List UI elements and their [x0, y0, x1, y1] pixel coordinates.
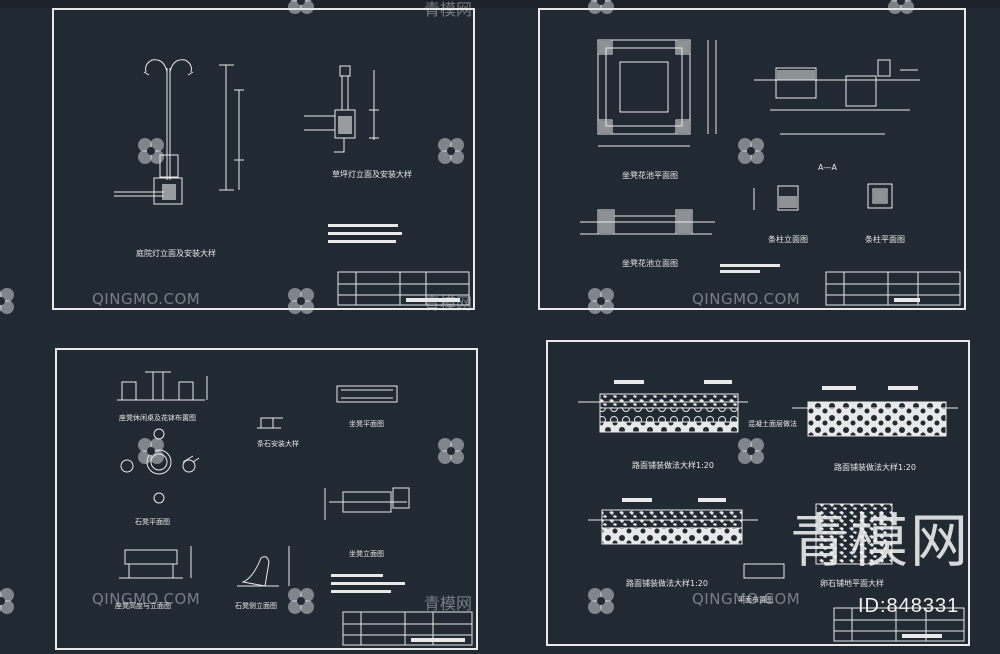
sheet-3-label-1: 石凳平面图	[135, 517, 170, 526]
qingmo-flower-logo-icon	[888, 0, 914, 14]
watermark-text: QINGMO.COM	[692, 590, 801, 608]
watermark-text-cn: 青模网	[424, 0, 473, 19]
qingmo-flower-logo-icon	[0, 288, 14, 314]
qingmo-flower-logo-icon	[588, 588, 614, 614]
sheet-3-label-6: 石凳侧立面图	[235, 601, 277, 610]
qingmo-flower-logo-icon	[288, 288, 314, 314]
sheet-3-label-3: 坐凳平面图	[349, 419, 384, 428]
watermark-text: QINGMO.COM	[692, 290, 801, 308]
sheet-2-label-4: 条柱平面图	[865, 234, 905, 244]
sheet-1-label-1: 草坪灯立面及安装大样	[332, 169, 412, 179]
sheet-4-label-0: 混凝土面层做法	[748, 419, 797, 428]
sheet-2-drawing: 坐凳花池平面图 坐凳花池立面图 A—A 条柱立面图 条柱平面图	[580, 39, 961, 306]
qingmo-flower-logo-icon	[138, 138, 164, 164]
sheet-3-label-2: 条石安装大样	[257, 439, 299, 448]
watermark-text: QINGMO.COM	[92, 290, 201, 308]
qingmo-flower-logo-icon	[588, 288, 614, 314]
drawing-sheet-2: 坐凳花池平面图 坐凳花池立面图 A—A 条柱立面图 条柱平面图	[538, 8, 966, 310]
watermark-text-cn: 青模网	[424, 594, 473, 613]
qingmo-flower-logo-icon	[438, 138, 464, 164]
sheet-1-drawing: 庭院灯立面及安装大样 草坪灯立面及安装大样	[114, 59, 470, 306]
drawing-sheet-3: 座凳休闲桌及花钵布置图 石凳平面图 条石安装大样 坐凳平面图 坐凳立面图 座凳高…	[55, 348, 478, 650]
sheet-3-label-4: 坐凳立面图	[349, 549, 384, 558]
top-strip	[0, 0, 1000, 8]
sheet-2-label-2: A—A	[818, 163, 837, 172]
qingmo-flower-logo-icon	[288, 0, 314, 14]
sheet-4-label-5: 卵石铺地平面大样	[820, 578, 884, 588]
sheet-2-label-3: 条柱立面图	[768, 234, 808, 244]
qingmo-flower-logo-icon	[0, 588, 14, 614]
sheet-4-drawing: 混凝土面层做法 路面铺装做法大样1:20 路面铺装做法大样1:20 路面铺装做法…	[578, 380, 965, 642]
sheet-4-label-4: 平面布置图	[738, 595, 773, 604]
qingmo-flower-logo-icon	[288, 588, 314, 614]
model-id-label: ID:848331	[858, 595, 960, 617]
sheet-1-label-0: 庭院灯立面及安装大样	[136, 248, 216, 258]
qingmo-flower-logo-icon	[138, 438, 164, 464]
sheet-2-label-1: 坐凳花池立面图	[622, 258, 678, 268]
qingmo-flower-logo-icon	[438, 438, 464, 464]
qingmo-flower-logo-icon	[738, 138, 764, 164]
sheet-3-label-0: 座凳休闲桌及花钵布置图	[119, 413, 196, 422]
watermark-text-cn: 青模网	[424, 294, 473, 313]
qingmo-brand-logo: 青模网	[790, 507, 971, 575]
sheet-2-label-0: 坐凳花池平面图	[622, 170, 678, 180]
sheet-4-label-2: 路面铺装做法大样1:20	[834, 462, 916, 472]
sheet-3-drawing: 座凳休闲桌及花钵布置图 石凳平面图 条石安装大样 坐凳平面图 坐凳立面图 座凳高…	[115, 371, 473, 646]
qingmo-flower-logo-icon	[588, 0, 614, 14]
drawing-sheet-1: 庭院灯立面及安装大样 草坪灯立面及安装大样	[52, 8, 475, 310]
sheet-4-label-1: 路面铺装做法大样1:20	[632, 460, 714, 470]
watermark-text: QINGMO.COM	[92, 590, 201, 608]
sheet-4-label-3: 路面铺装做法大样1:20	[626, 578, 708, 588]
sheet-3-label-5: 座凳高度与立面图	[115, 601, 171, 610]
drawing-sheet-4: 混凝土面层做法 路面铺装做法大样1:20 路面铺装做法大样1:20 路面铺装做法…	[546, 340, 970, 646]
qingmo-flower-logo-icon	[738, 438, 764, 464]
